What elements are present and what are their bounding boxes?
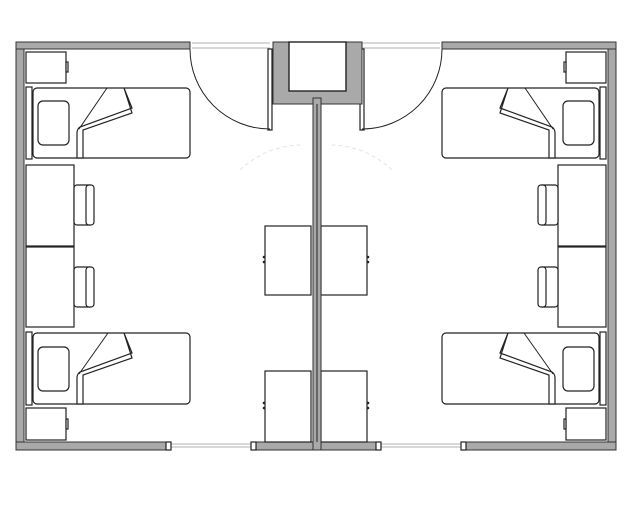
nightstand	[25, 407, 69, 441]
outer-wall-bottom-right	[313, 441, 377, 451]
nightstand	[563, 407, 607, 441]
outer-wall-bottom	[15, 441, 167, 451]
door-swing-faint	[239, 144, 301, 171]
wardrobe[interactable]	[262, 225, 312, 296]
entry-door[interactable]	[189, 42, 273, 131]
outer-wall-bottom	[465, 441, 617, 451]
outer-wall-top	[15, 41, 191, 50]
nightstand	[25, 51, 69, 84]
outer-wall-left	[607, 41, 617, 451]
wardrobe[interactable]	[262, 370, 312, 443]
bed	[441, 86, 607, 160]
desk	[25, 164, 75, 247]
entry-door[interactable]	[359, 42, 443, 131]
window	[375, 441, 467, 451]
desk-chair	[537, 266, 559, 308]
desk-chair	[73, 266, 95, 308]
bed	[25, 331, 191, 406]
door-swing-faint	[331, 144, 393, 171]
bed	[25, 86, 191, 160]
desk	[25, 246, 75, 328]
desk-chair	[73, 184, 95, 226]
bed	[441, 331, 607, 406]
nightstand	[563, 51, 607, 84]
outer-wall-left	[15, 41, 25, 451]
room-right	[313, 41, 617, 451]
wardrobe[interactable]	[320, 225, 370, 296]
window	[165, 441, 257, 451]
outer-wall-top	[441, 41, 617, 50]
desk	[557, 164, 607, 247]
closet	[272, 41, 363, 105]
room-left	[15, 41, 319, 451]
outer-wall-bottom-right	[255, 441, 319, 451]
wardrobe[interactable]	[320, 370, 370, 443]
desk-chair	[537, 184, 559, 226]
desk	[557, 246, 607, 328]
